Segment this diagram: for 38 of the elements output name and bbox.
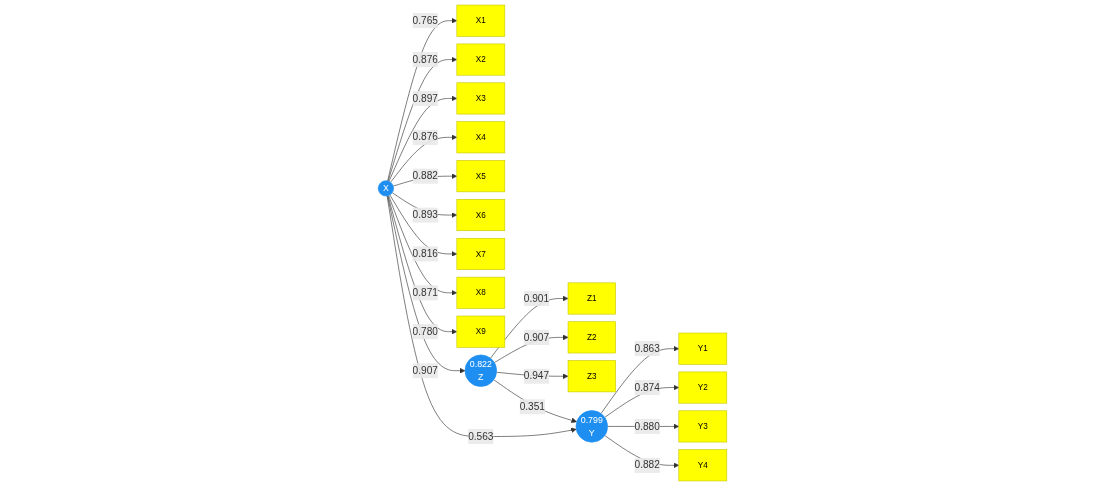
node-box: X8 [456,276,506,309]
node-box: X9 [456,315,506,348]
node-box: X6 [456,199,506,231]
node-box: Y2 [678,371,728,404]
edge-label: 0.563 [468,430,494,442]
edge-label: 0.874 [634,381,660,393]
node-box: Z1 [567,282,616,315]
edge-label: 0.882 [412,170,438,182]
edge-label: 0.351 [519,401,545,412]
edge-label: 0.897 [412,92,438,104]
node-box: X3 [456,82,506,115]
edge-label: 0.947 [523,370,550,382]
edge-label: 0.880 [634,420,660,432]
edge-label: 0.871 [412,287,438,298]
node-box: Z2 [567,321,616,354]
edge-label: 0.816 [412,248,438,259]
edge-label: 0.907 [523,331,550,343]
node-box: X2 [456,43,506,76]
node-box: Z3 [567,360,616,393]
edge-label: 0.863 [634,343,660,354]
node-box: X1 [456,4,506,37]
node-box: Y1 [678,332,728,365]
node-box: X4 [456,121,506,154]
node-box: Y4 [678,449,728,482]
edge-label: 0.907 [412,365,438,376]
node-circle: 0.822 Z [464,354,497,387]
edge-label: 0.876 [412,53,438,65]
node-circle: 0.799 Y [575,410,608,443]
node-circle: X [377,180,394,197]
edge-label: 0.901 [523,292,550,304]
node-box: X5 [456,160,506,193]
edge-label: 0.876 [412,131,438,143]
edge-label: 0.893 [412,209,438,221]
node-box: X7 [456,237,506,270]
edge-label: 0.780 [412,325,438,337]
edge-label: 0.765 [412,15,438,26]
edge-label: 0.882 [634,459,660,471]
node-box: Y3 [678,410,728,443]
